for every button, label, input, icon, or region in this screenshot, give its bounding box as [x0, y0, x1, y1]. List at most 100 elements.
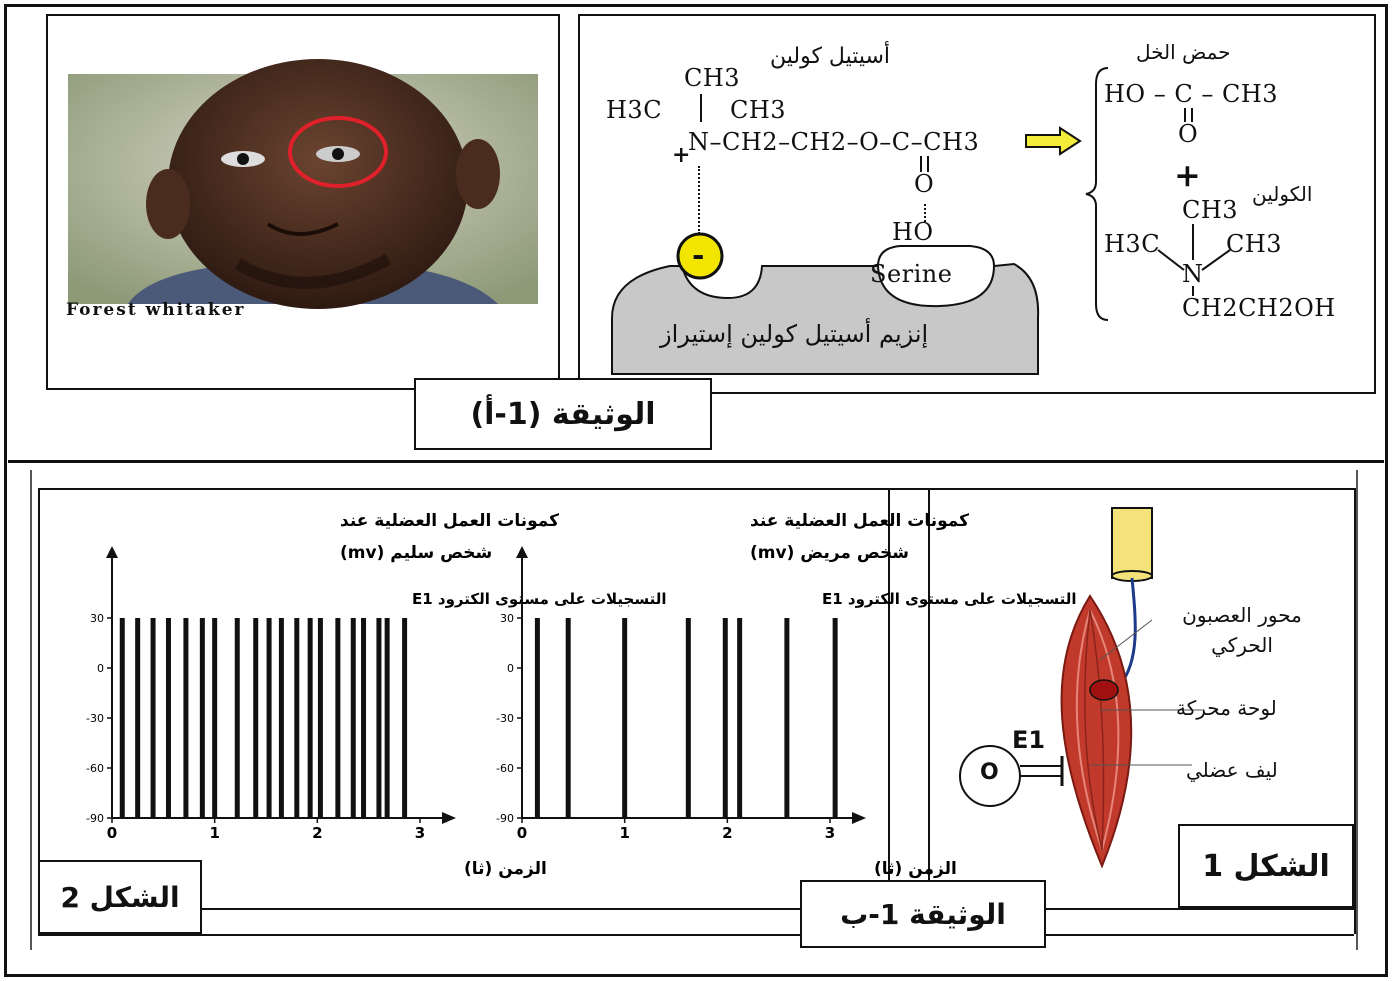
doc-1b-bottom-rule [38, 934, 1354, 936]
doc-1b-right-rule [1354, 488, 1356, 934]
chart-title: كمونات العمل العضلية عند [340, 511, 559, 531]
ach-ch3-top: CH3 [684, 64, 741, 92]
acetylcholine-title: أسيتيل كولين [770, 44, 891, 69]
action-potential-spike [278, 618, 284, 818]
action-potential-spike [150, 618, 156, 818]
y-tick-label: -90 [86, 812, 104, 825]
action-potential-spike [199, 618, 205, 818]
acetic-o-double: O [1178, 120, 1199, 148]
minus-sign: - [692, 238, 705, 273]
action-potential-spike [565, 618, 571, 818]
axon-sheath [1111, 507, 1153, 579]
action-potential-spike [534, 618, 540, 818]
action-potential-spike [234, 618, 240, 818]
chart-subtitle: التسجيلات على مستوى الكترود E1 [412, 590, 666, 608]
doc-1a-label: الوثيقة (1-أ) [414, 378, 712, 450]
doc-1b-frame [30, 470, 1358, 950]
serine-label: Serine [870, 260, 953, 288]
choline-bonds [1157, 249, 1231, 271]
photo-caption: Forest whitaker [66, 300, 246, 320]
y-tick-label: -30 [496, 712, 514, 725]
action-potential-spike [737, 618, 743, 818]
doc-1b-label: الوثيقة 1-ب [800, 880, 1046, 948]
ach-double-bond [920, 156, 929, 172]
reaction-panel: إنزيم أسيتيل كولين إستيراز - Serine HO أ… [578, 14, 1376, 394]
action-potential-spike [350, 618, 356, 818]
y-tick-label: 0 [507, 662, 514, 675]
x-tick-label: 1 [619, 824, 629, 842]
y-tick-label: 30 [90, 612, 104, 625]
motor-plate [1089, 679, 1119, 701]
action-potential-spike [722, 618, 728, 818]
x-tick-label: 3 [825, 824, 835, 842]
ach-positive-charge: + [672, 142, 691, 168]
doc-1b-inner-rule [200, 908, 1354, 910]
x-tick-label: 0 [107, 824, 117, 842]
charts-right-rule [888, 488, 890, 908]
action-potential-spike [212, 618, 218, 818]
serine-ho: HO [892, 218, 934, 246]
action-potential-spike [784, 618, 790, 818]
action-potential-spike [685, 618, 691, 818]
meter-symbol: O [980, 760, 999, 785]
y-axis-arrow-icon [516, 546, 528, 558]
ach-o-double: O [914, 170, 935, 198]
choline-bond-bottom [1192, 286, 1194, 296]
y-tick-label: -90 [496, 812, 514, 825]
action-potential-spike [361, 618, 367, 818]
muscle-fiber-label: ليف عضلي [1186, 758, 1278, 782]
enzyme-shape [611, 245, 1040, 375]
y-tick-label: 0 [97, 662, 104, 675]
outer-border [4, 4, 1388, 977]
reaction-arrow-icon [1025, 126, 1082, 156]
ach-ch3-right: CH3 [730, 96, 787, 124]
choline-h3c: H3C [1104, 230, 1161, 258]
y-tick-label: -60 [86, 762, 104, 775]
action-potential-spike [253, 618, 259, 818]
choline-ch3-right: CH3 [1226, 230, 1283, 258]
choline-tail: CH2CH2OH [1182, 294, 1336, 322]
chart-subtitle: التسجيلات على مستوى الكترود E1 [822, 590, 1076, 608]
action-potential-spike [119, 618, 125, 818]
ach-h3c: H3C [606, 96, 663, 124]
negative-site-icon [676, 232, 724, 280]
chart-healthy-person: كمونات العمل العضلية عند شخص سليم (mv) الت… [86, 511, 666, 879]
choline-title: الكولين [1252, 182, 1313, 206]
action-potential-spike [376, 618, 382, 818]
chart-title-line2: شخص مريض (mv) [750, 543, 909, 563]
photo-panel: Forest whitaker [46, 14, 560, 390]
y-tick-label: 30 [500, 612, 514, 625]
action-potential-spike [317, 618, 323, 818]
chart-title-line2: شخص سليم (mv) [340, 543, 492, 563]
enzyme-label: إنزيم أسيتيل كولين إستيراز [660, 320, 929, 348]
products-plus: + [1174, 156, 1201, 194]
x-tick-label: 1 [209, 824, 219, 842]
action-potential-spike [832, 618, 838, 818]
acetic-double-bond [1184, 108, 1193, 122]
x-tick-label: 3 [415, 824, 425, 842]
ionic-bond-dotted [698, 166, 700, 234]
electrode-label: E1 [1012, 726, 1046, 754]
x-tick-label: 2 [312, 824, 322, 842]
doc-1b-top-rule [38, 488, 1354, 490]
y-axis-arrow-icon [106, 546, 118, 558]
y-tick-label: -30 [86, 712, 104, 725]
y-tick-label: -60 [496, 762, 514, 775]
action-potential-spike [384, 618, 390, 818]
portrait-photo [68, 59, 538, 309]
muscle-diagram [959, 507, 1202, 869]
doc-1b-left-rule [38, 488, 40, 934]
action-potential-spike [294, 618, 300, 818]
ach-bond-top [700, 94, 702, 122]
products-bracket [1085, 67, 1109, 321]
action-potential-spike [135, 618, 141, 818]
action-potential-spike [402, 618, 408, 818]
action-potential-spike [622, 618, 628, 818]
choline-bond-top [1192, 224, 1194, 260]
motor-plate-label: لوحة محركة [1176, 696, 1277, 720]
axon-label: محور العصبون الحركي [1182, 603, 1302, 657]
figure1-label: الشكل 1 [1178, 824, 1354, 908]
choline-n: N [1182, 260, 1204, 288]
x-tick-label: 2 [722, 824, 732, 842]
